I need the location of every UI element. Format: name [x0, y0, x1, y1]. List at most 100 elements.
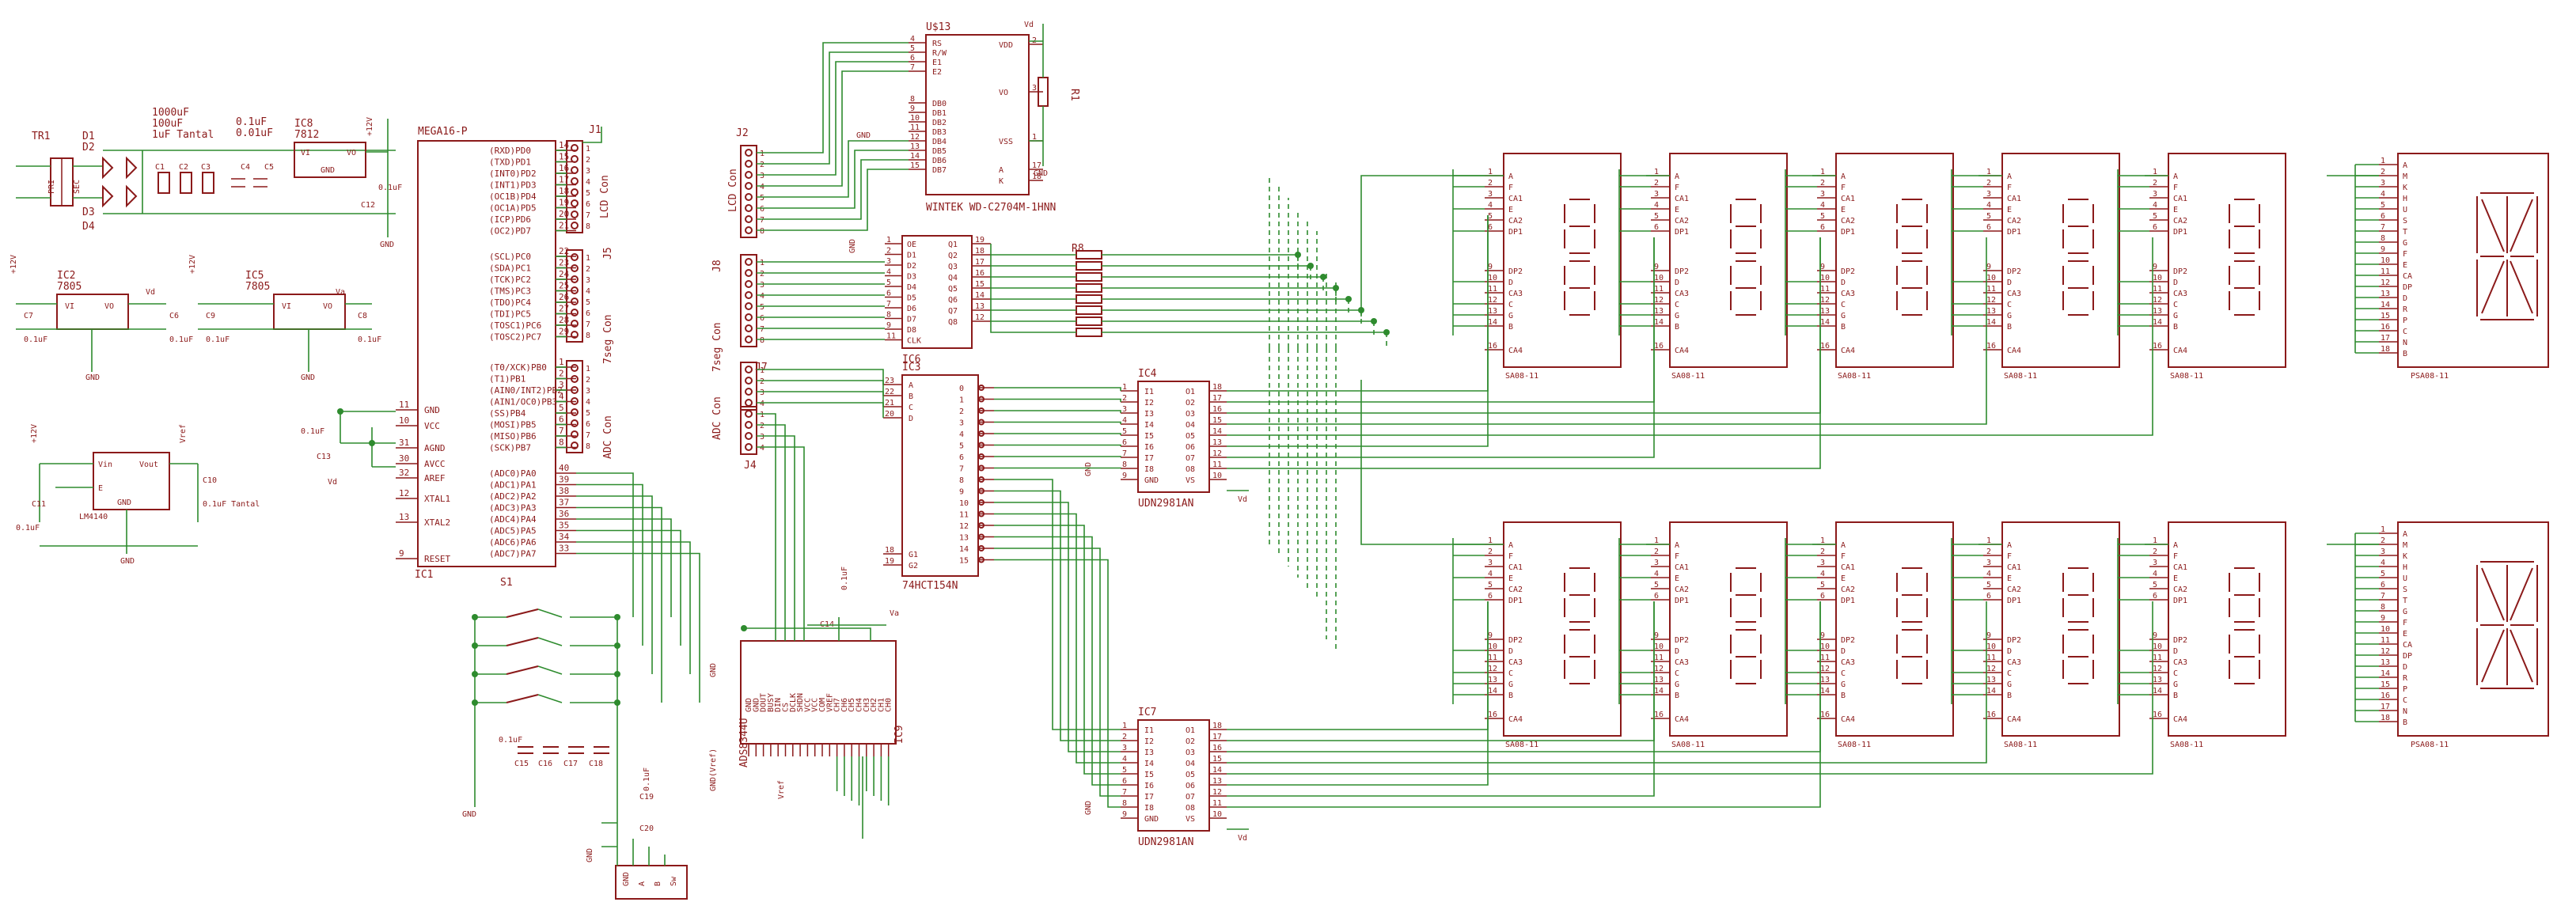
alnum-pin-number: 14: [2381, 301, 2390, 309]
display-pin-label: A: [1675, 172, 1679, 181]
display-pin-label: CA3: [1675, 290, 1689, 298]
alnum-part: PSA08-11: [2411, 741, 2449, 749]
mcu-pin-number: 6: [559, 415, 564, 425]
display-pin-number: 6: [1654, 592, 1659, 601]
display-pin-label: D: [2173, 279, 2178, 287]
decoder-pin-label: 15: [959, 557, 969, 566]
driver-part: UDN2981AN: [1138, 498, 1193, 510]
decoder-pin-label: G1: [909, 551, 918, 559]
alnum-pin-number: 9: [2381, 614, 2385, 623]
header-pin-number: 1: [760, 259, 764, 267]
driver-pin-label: I1: [1144, 388, 1154, 396]
display-pin-number: 16: [2153, 342, 2162, 351]
inverter-bubble: [978, 419, 984, 426]
display-pin-label: D: [1675, 279, 1679, 287]
switch-lever: [506, 665, 539, 675]
header-pin: [745, 335, 753, 343]
bc-sw: Sw: [670, 876, 678, 886]
j7-name: ADC Con: [711, 396, 723, 440]
bc-c20: C20: [639, 824, 654, 833]
display-pin-label: DP2: [2173, 267, 2187, 276]
mcu-pin-number: 11: [399, 400, 409, 410]
display-pin-number: 16: [2153, 711, 2162, 719]
display-pin-number: 16: [1654, 711, 1664, 719]
display-pin-label: F: [2173, 184, 2178, 192]
c12-label: C12: [361, 201, 375, 210]
display-pin-number: 2: [2153, 179, 2157, 188]
lcd-pin-number: 7: [910, 63, 915, 72]
display-pin-number: 14: [1488, 318, 1497, 327]
display-pin-number: 12: [1820, 665, 1830, 673]
header-pin-number: 2: [586, 156, 590, 165]
j5-header-body: [566, 249, 583, 343]
display-pin-number: 10: [1986, 642, 1996, 651]
lcd-pin-label: DB2: [932, 119, 947, 127]
display-pin-number: 16: [1654, 342, 1664, 351]
header-pin: [745, 160, 753, 168]
header-pin-number: 6: [586, 200, 590, 209]
segment-bus: [990, 244, 1298, 256]
display-pin-label: F: [2007, 184, 2012, 192]
alnum-pin-label: R: [2403, 305, 2408, 314]
driver-pin-label: O6: [1186, 782, 1195, 790]
latch-pin-label: Q8: [948, 318, 958, 327]
mcu-port-a-net: [576, 506, 662, 703]
ic5-va: Va: [336, 288, 345, 297]
seven-seg-display: SA08-111A2F3CA14E5CA26DP19DP210D11CA312C…: [1651, 153, 1788, 381]
display-pin-number: 12: [1654, 665, 1664, 673]
display-pin-number: 2: [1986, 179, 1991, 188]
adc-pin-label: GND: [745, 698, 753, 712]
display-part: SA08-11: [1505, 372, 1538, 381]
lcd-net: [757, 140, 909, 198]
display-pin-number: 1: [2153, 168, 2157, 176]
display-pin-label: CA2: [1675, 586, 1689, 594]
alnum-pin-number: 14: [2381, 669, 2390, 678]
ic8-vo: VO: [347, 149, 356, 157]
mcu-pin-number: 3: [559, 380, 564, 390]
alnum-pin-number: 12: [2381, 279, 2390, 287]
adc-pin-label: CS: [782, 703, 791, 712]
alnum-pin-label: G: [2403, 239, 2407, 248]
mcu-pin-number: 10: [399, 415, 409, 426]
ic2-vi: VI: [65, 302, 74, 311]
mcu-pin-label: GND: [424, 405, 440, 415]
alnum-pin-number: 8: [2381, 234, 2385, 243]
latch-pin-label: D6: [907, 305, 916, 313]
mcu-pin-label: (MOSI)PB5: [489, 420, 537, 430]
display-pin-number: 4: [1986, 201, 1991, 210]
mcu-pin-number: 27: [559, 304, 569, 314]
mcu-pin-label: (TMS)PC3: [489, 286, 531, 297]
lcd-pin-label: E1: [932, 59, 942, 67]
mcu-pin-label: (SS)PB4: [489, 408, 526, 419]
display-pin-number: 12: [1986, 296, 1996, 305]
lcd-pin-number: 12: [910, 133, 920, 142]
display-pin-number: 11: [1654, 654, 1664, 662]
driver-pin-label: I2: [1144, 737, 1154, 746]
display-body: [1835, 153, 1954, 368]
mcu-pin-label: (T1)PB1: [489, 374, 525, 385]
alnum-pin-number: 6: [2381, 581, 2385, 589]
alnum-pin-number: 1: [2381, 157, 2385, 165]
header-pin: [571, 430, 579, 438]
header-pin-number: 2: [760, 270, 764, 279]
cap-value-1000: 1000uF: [152, 107, 189, 119]
decoder-pin-label: 9: [959, 488, 964, 497]
alnum-pin-label: T: [2403, 228, 2407, 237]
display-pin-number: 5: [2153, 212, 2157, 221]
lcd-pin-number: 14: [910, 152, 920, 161]
decoder-pins: 23A22B21C20D18G119G201234567891011121314…: [883, 377, 994, 570]
display-pin-number: 10: [1820, 274, 1830, 282]
latch-pin-number: 19: [975, 236, 984, 244]
header-pin-number: 1: [586, 365, 590, 373]
alnum-pin-number: 10: [2381, 256, 2390, 265]
adc-bus: [757, 424, 786, 641]
display-pin-label: G: [2173, 680, 2178, 689]
latch-ic6: IC6 GND 1OE2D13D24D35D46D57D68D79D811CLK…: [711, 235, 1102, 372]
display-pin-number: 4: [2153, 570, 2157, 578]
lcd-pin-label: A: [999, 166, 1003, 175]
lcd-pin-number: 3: [1032, 84, 1037, 93]
display-pin-number: 14: [1986, 318, 1996, 327]
j4-ref: J4: [744, 460, 757, 472]
display-pin-label: F: [2007, 552, 2012, 561]
